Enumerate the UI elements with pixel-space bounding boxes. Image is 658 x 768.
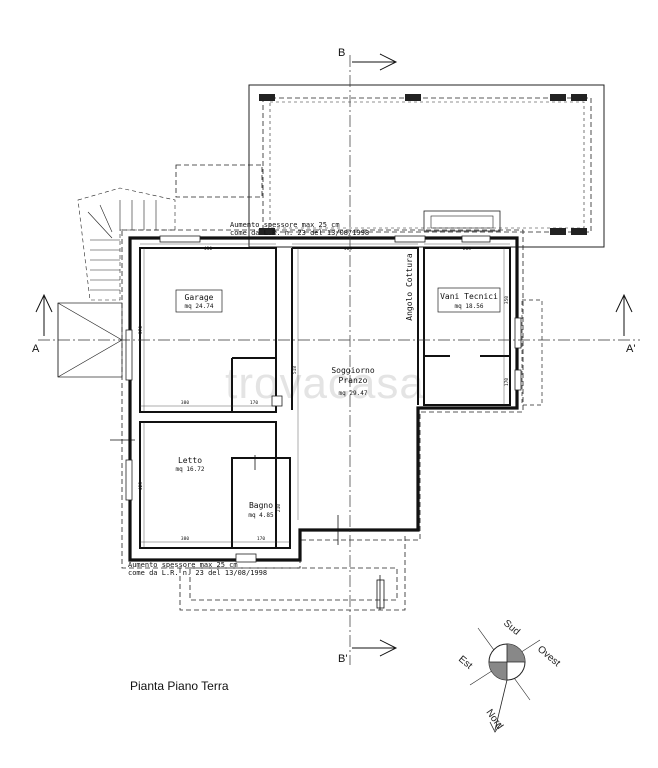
main-walls bbox=[128, 236, 519, 562]
section-arrows bbox=[35, 53, 633, 657]
compass-est: Est bbox=[456, 654, 474, 672]
garage-area: mq 24.74 bbox=[185, 303, 214, 310]
section-b-prime-label: B' bbox=[338, 653, 347, 665]
soggiorno-name: Soggiorno bbox=[331, 366, 375, 375]
dim-bagno-bottom: 170 bbox=[257, 536, 265, 542]
dimension-lines bbox=[140, 243, 510, 548]
compass-rose bbox=[469, 627, 541, 733]
drawing-title: Pianta Piano Terra bbox=[130, 679, 229, 693]
compass-nord: Nord bbox=[484, 707, 505, 731]
note-bottom-line2: come da L.R. n. 23 del 13/08/1998 bbox=[128, 569, 267, 577]
garage-name: Garage bbox=[185, 293, 214, 302]
note-top-line1: Aumento spessore max 25 cm bbox=[230, 221, 340, 229]
letto-area: mq 16.72 bbox=[176, 466, 205, 473]
pranzo-name: Pranzo bbox=[339, 376, 368, 385]
inner-walls bbox=[139, 247, 511, 549]
section-a-label: A bbox=[32, 343, 40, 355]
watermark: trovacasa bbox=[225, 359, 425, 408]
dim-garage-bottom: 380 bbox=[181, 400, 189, 406]
side-panels bbox=[521, 299, 543, 406]
dim-garage-width: 430 bbox=[204, 246, 212, 252]
vani-tecnici-area: mq 18.56 bbox=[455, 303, 484, 310]
letto-name: Letto bbox=[178, 456, 202, 465]
compass-ovest: Ovest bbox=[535, 644, 562, 669]
dim-soggiorno-width: 465 bbox=[344, 246, 352, 252]
dim-soggiorno-depth: 518 bbox=[292, 366, 298, 374]
angolo-cottura-name: Angolo Cottura bbox=[405, 253, 414, 321]
dim-letto-bottom: 380 bbox=[181, 536, 189, 542]
thickening-outline bbox=[121, 229, 524, 611]
dim-vani-width: 285 bbox=[463, 246, 471, 252]
dim-corridor-width: 170 bbox=[250, 400, 258, 406]
window-openings bbox=[125, 235, 522, 563]
compass-sud: Sud bbox=[501, 618, 522, 638]
vani-tecnici-label-box bbox=[437, 287, 501, 313]
dim-vani-depth-lower: 170 bbox=[504, 378, 510, 386]
dim-bagno-depth: 210 bbox=[276, 504, 282, 512]
note-bottom-line1: Aumento spessore max 25 cm bbox=[128, 561, 238, 569]
section-a-prime-label: A' bbox=[626, 343, 635, 355]
garage-label-box bbox=[175, 289, 223, 313]
section-b-label: B bbox=[338, 47, 345, 59]
bagno-area: mq 4.85 bbox=[248, 512, 274, 519]
bagno-name: Bagno bbox=[249, 501, 273, 510]
soggiorno-area: mq 29.47 bbox=[339, 390, 368, 397]
door-markers bbox=[110, 439, 385, 610]
porch-columns bbox=[259, 94, 587, 235]
vani-tecnici-name: Vani Tecnici bbox=[440, 292, 498, 301]
dim-letto-depth: 425 bbox=[138, 482, 144, 490]
note-top-line2: come da L.R. n. 23 del 13/08/1998 bbox=[230, 229, 369, 237]
dim-vani-depth: 350 bbox=[504, 296, 510, 304]
dim-garage-depth: 370 bbox=[138, 326, 144, 334]
